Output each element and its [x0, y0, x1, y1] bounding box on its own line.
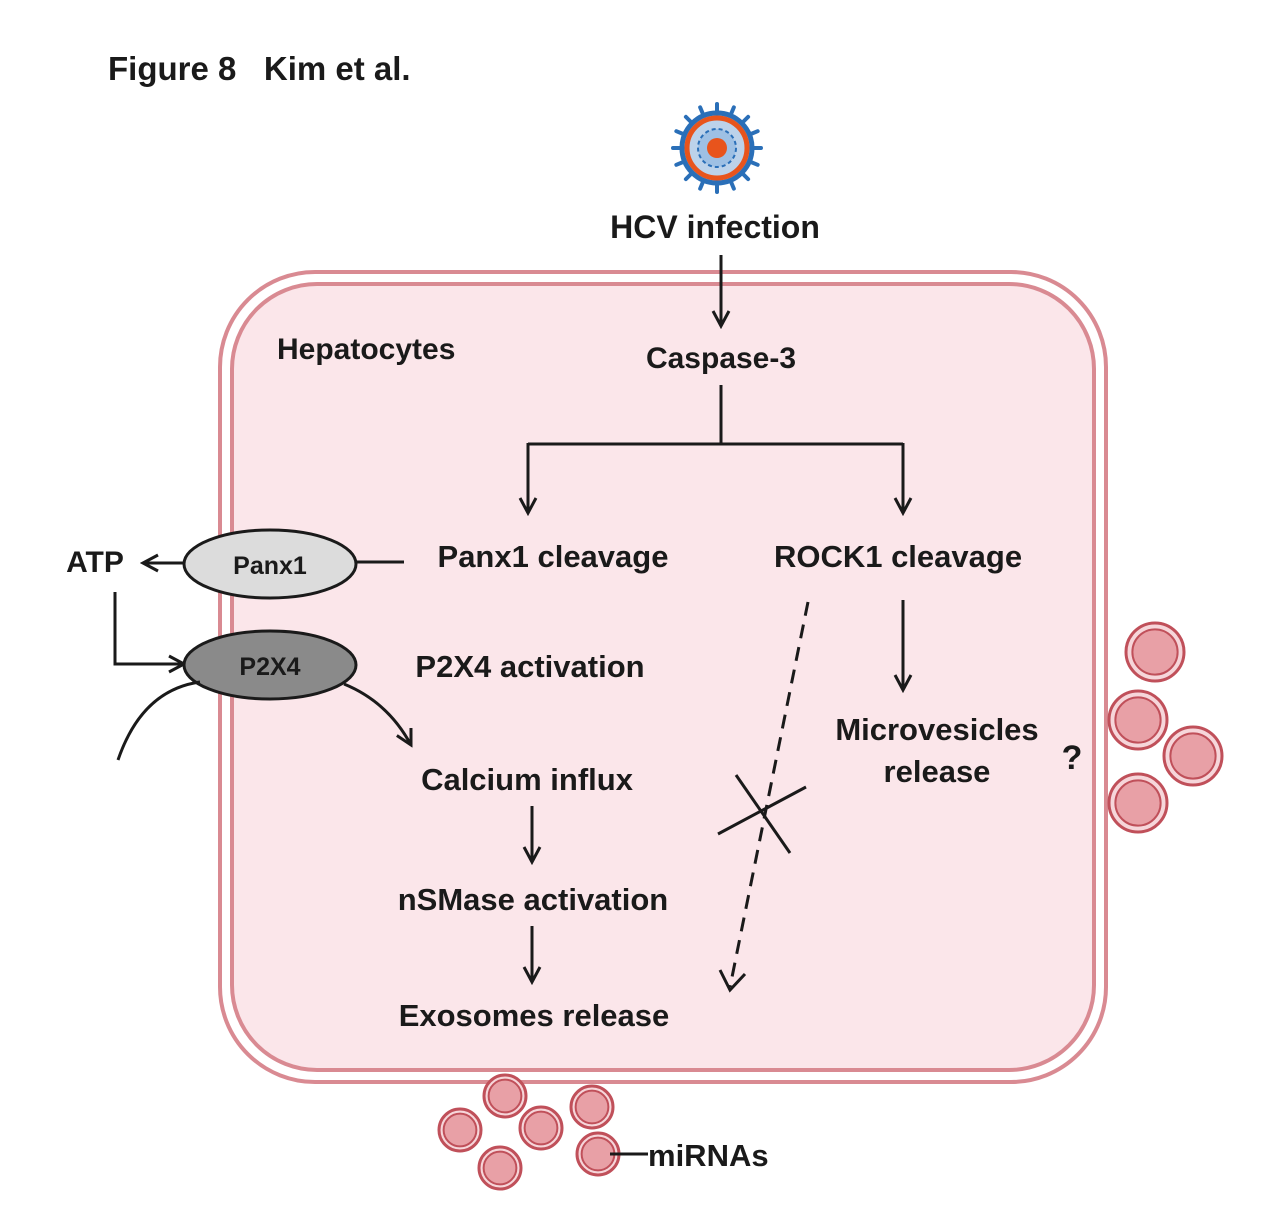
- microvesicles-group: [1107, 621, 1224, 834]
- exosome: [569, 1084, 615, 1130]
- exosomes-group: [437, 1073, 621, 1191]
- virus-spike: [739, 170, 751, 182]
- question-mark: ?: [1062, 739, 1083, 777]
- p2x4-receptor-label: P2X4: [239, 653, 300, 681]
- panx1-cleavage-label: Panx1 cleavage: [438, 539, 669, 574]
- panx1-channel-label: Panx1: [233, 552, 307, 580]
- exosome: [437, 1107, 483, 1153]
- microvesicle: [1107, 772, 1169, 834]
- mirnas-label: miRNAs: [648, 1138, 769, 1173]
- virus-spike: [698, 178, 706, 191]
- exosome: [482, 1073, 528, 1119]
- microvesicle: [1124, 621, 1186, 683]
- nsmase-activation-label: nSMase activation: [398, 882, 668, 917]
- exosome: [575, 1131, 621, 1177]
- arrow-atp-to-p2x4: [113, 592, 184, 664]
- microvesicle: [1162, 725, 1224, 787]
- hcv-virus-icon: [671, 102, 763, 194]
- p2x4-receptor: P2X4: [182, 629, 358, 701]
- exosome: [518, 1105, 564, 1151]
- p2x4-activation-label: P2X4 activation: [415, 649, 644, 684]
- rock1-cleavage-label: ROCK1 cleavage: [774, 539, 1022, 574]
- calcium-influx-label: Calcium influx: [421, 762, 634, 797]
- hepatocyte-cell: [218, 270, 1108, 1084]
- virus-spike: [728, 178, 736, 191]
- virus-spike: [747, 129, 760, 137]
- microvesicles-label-line1: Microvesicles: [835, 712, 1038, 747]
- hcv-infection-label: HCV infection: [610, 209, 820, 245]
- caspase3-label: Caspase-3: [646, 342, 796, 375]
- virus-spike: [739, 114, 751, 126]
- atp-label: ATP: [66, 546, 124, 579]
- blocked-cross-icon: [717, 774, 807, 854]
- cell-label: Hepatocytes: [277, 333, 455, 366]
- caspase-branch-connector: [528, 385, 903, 513]
- virus-spike: [683, 114, 695, 126]
- virus-spike: [747, 159, 760, 167]
- microvesicle: [1107, 689, 1169, 751]
- virus-spike: [674, 159, 687, 167]
- dashed-rock1-to-exosomes: [728, 601, 810, 988]
- exosome: [477, 1145, 523, 1191]
- virus-spike: [698, 105, 706, 118]
- exosomes-release-label: Exosomes release: [399, 998, 670, 1033]
- p2x4-left-curve: [116, 680, 201, 761]
- arrow-p2x4-to-calcium: [343, 682, 411, 745]
- virus-spike: [683, 170, 695, 182]
- panx1-channel: Panx1: [182, 528, 358, 600]
- microvesicles-label-line2: release: [884, 754, 991, 789]
- virus-spike: [674, 129, 687, 137]
- figure-label: Figure 8 Kim et al.: [108, 50, 411, 87]
- dashed-arrowhead: [718, 969, 747, 993]
- virus-spike: [728, 105, 736, 118]
